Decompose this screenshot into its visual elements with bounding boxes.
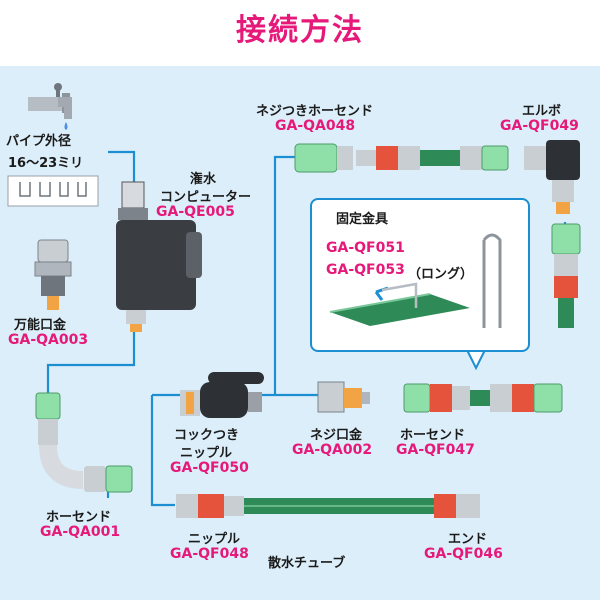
cock-nipple-code: GA-QF050: [170, 460, 249, 476]
water-computer-icon: [116, 181, 202, 332]
screw-faucet-label: ネジ口金: [310, 428, 363, 443]
pipe-diameter-label-1: パイプ外径: [6, 134, 72, 149]
sprinkler-tube-icon: [176, 494, 480, 518]
water-computer-label-1: 潅水: [190, 172, 217, 187]
nipple-label: ニップル: [188, 532, 241, 547]
water-computer-label-2: コンピューター: [160, 190, 252, 205]
nipple-code: GA-QF048: [170, 546, 249, 562]
line-faucet-computer: [108, 150, 136, 190]
fixing-bracket-long-label: （ロング）: [408, 267, 474, 282]
pipe-diameter-card: [7, 175, 99, 207]
hose-end-left-code: GA-QA001: [40, 524, 121, 540]
elbow-label: エルボ: [522, 104, 562, 119]
end-code: GA-QF046: [424, 546, 503, 562]
hose-end-right-icon: [403, 383, 563, 413]
screw-faucet-code: GA-QA002: [292, 442, 373, 458]
universal-faucet-label: 万能口金: [14, 318, 67, 333]
end-label: エンド: [448, 532, 488, 547]
line-computer-hoseend: [46, 330, 136, 385]
fixing-bracket-label: 固定金具: [336, 212, 389, 227]
universal-faucet-icon: [34, 239, 72, 310]
fixing-bracket-code-1: GA-QF051: [326, 240, 405, 256]
hose-end-right-code: GA-QF047: [396, 442, 475, 458]
cock-nipple-label-2: ニップル: [180, 446, 233, 461]
u-bracket-icon: [329, 233, 502, 328]
faucet-icon: [28, 83, 72, 130]
fixing-bracket-code-2: GA-QF053: [326, 262, 405, 278]
threaded-hose-end-label: ネジつきホーセンド: [256, 104, 374, 119]
sprinkler-tube-label: 散水チューブ: [268, 556, 346, 571]
universal-faucet-code: GA-QA003: [8, 332, 89, 348]
cock-nipple-label-1: コックつき: [174, 428, 240, 443]
line-main-up: [273, 155, 295, 395]
water-computer-code: GA-QE005: [156, 204, 235, 220]
line-to-nipple: [150, 395, 175, 507]
elbow-code: GA-QF049: [500, 118, 579, 134]
fixing-bracket-callout: [310, 198, 530, 352]
screw-faucet-icon: [317, 381, 370, 413]
hose-end-left-label: ホーセンド: [46, 510, 112, 525]
vertical-hose-icon: [551, 223, 581, 328]
cock-valve-icon: [180, 372, 264, 418]
pipe-diameter-label-2: 16～23ミリ: [8, 156, 84, 171]
page-title: 接続方法: [236, 13, 364, 48]
elbow-icon: [524, 140, 580, 214]
threaded-hose-end-icon: [294, 143, 509, 173]
threaded-hose-end-code: GA-QA048: [275, 118, 356, 134]
hose-end-left-icon: [35, 392, 133, 493]
hose-end-right-label: ホーセンド: [400, 428, 466, 443]
